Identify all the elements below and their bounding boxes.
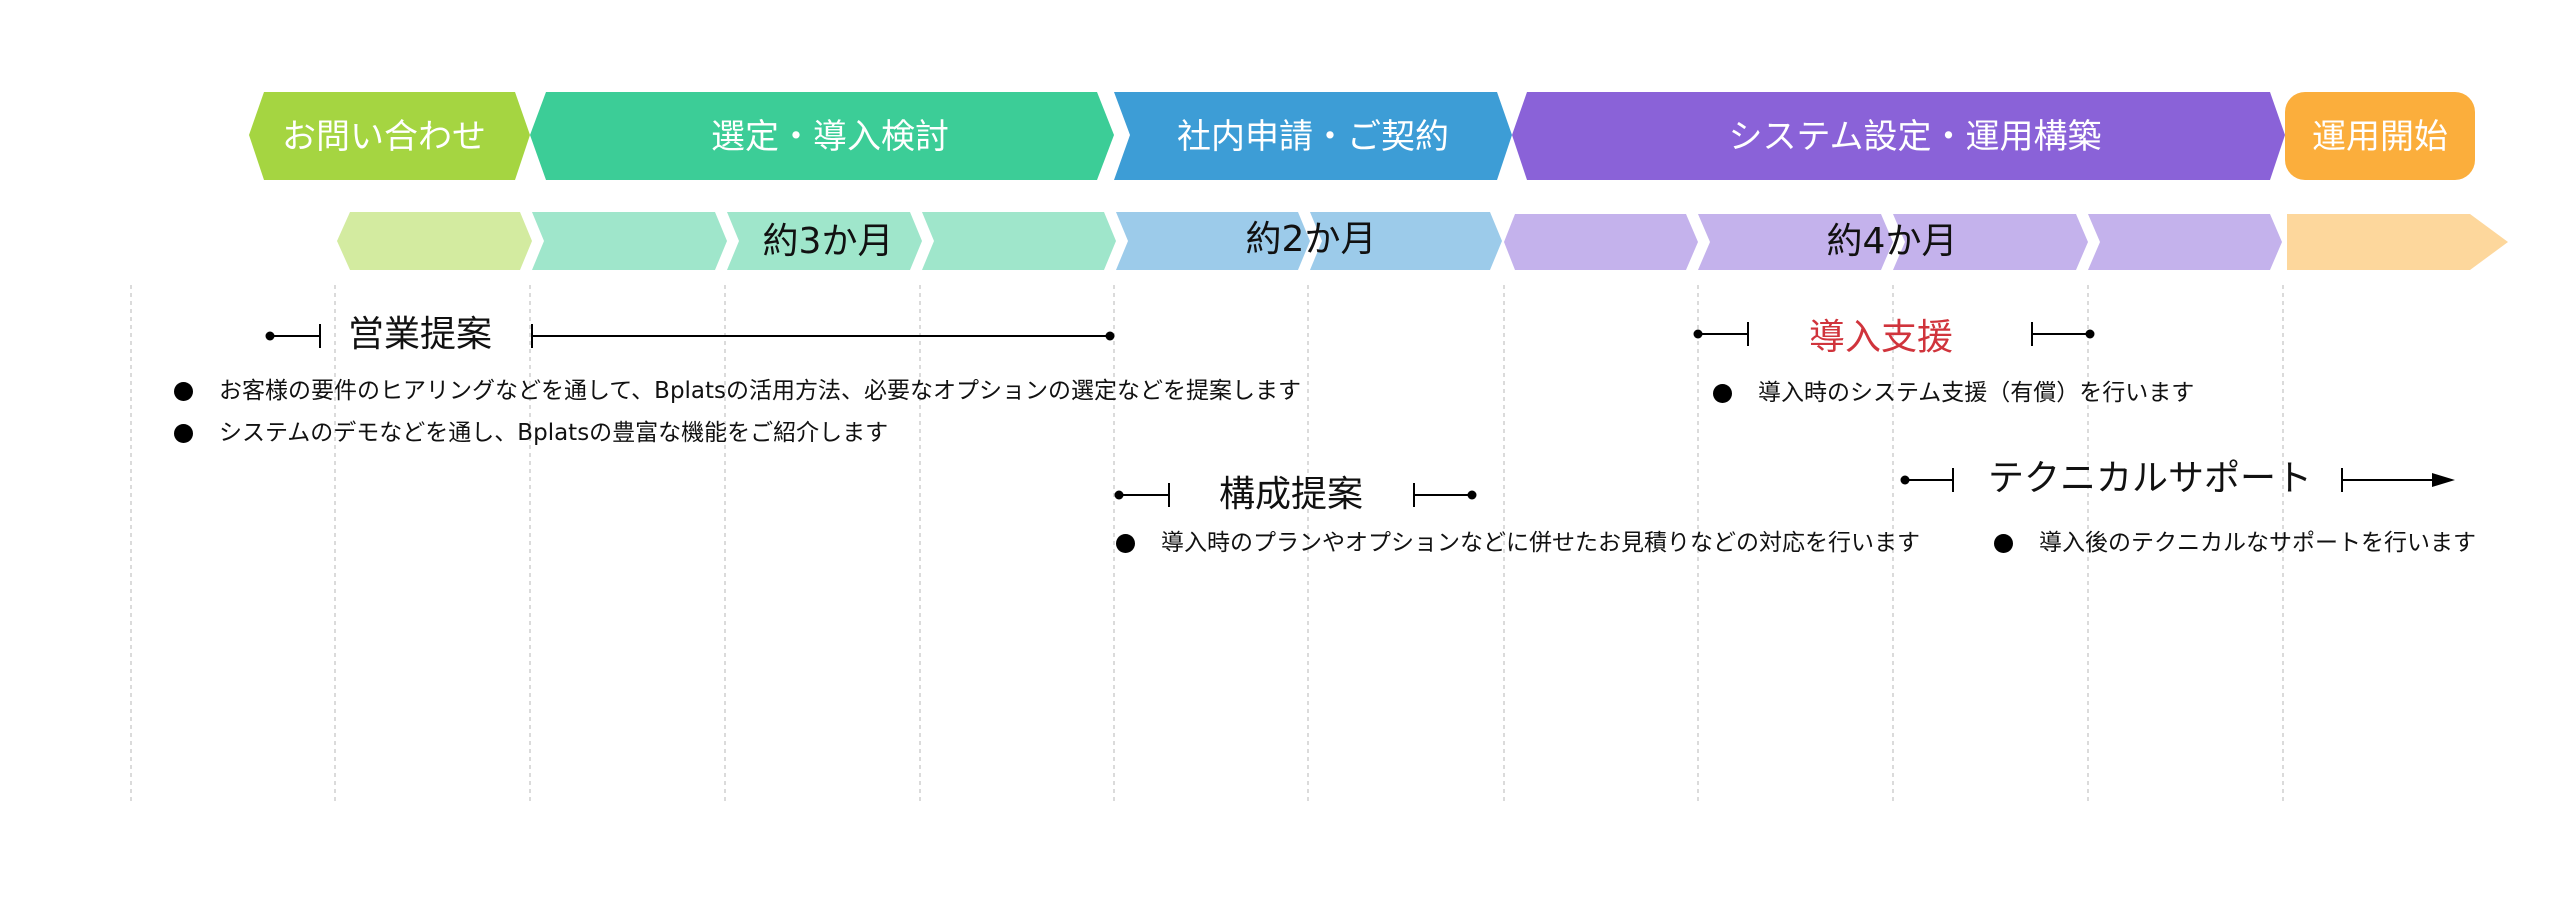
bullet-dot <box>1116 534 1135 553</box>
phase-box-start <box>2285 92 2475 180</box>
duration-label-4months: 約4か月 <box>1826 221 1958 262</box>
bullet-text: 導入時のシステム支援（有償）を行います <box>1758 380 2195 406</box>
bullet-dot <box>1994 534 2013 553</box>
phase-label-setup: システム設定・運用構築 <box>1728 117 2102 157</box>
tech-bullet-1: 導入後のテクニカルなサポートを行います <box>1994 532 2476 555</box>
bullet-text: 導入時のプランやオプションなどに併せたお見積りなどの対応を行います <box>1161 530 1920 556</box>
duration-chevron <box>532 212 727 270</box>
duration-chevron <box>1504 214 1698 270</box>
duration-chevron <box>1893 214 2088 270</box>
bullet-dot <box>1713 384 1732 403</box>
tech-bracket <box>1900 468 2455 492</box>
technical-support-title: テクニカルサポート <box>1987 458 2313 499</box>
support-bullet-1: 導入時のシステム支援（有償）を行います <box>1713 382 2194 405</box>
phase-chevron-inquiry <box>249 92 530 180</box>
duration-label-3months: 約3か月 <box>762 221 894 262</box>
config-bullet-1: 導入時のプランやオプションなどに併せたお見積りなどの対応を行います <box>1116 532 1920 555</box>
phase-label-selection: 選定・導入検討 <box>711 117 949 157</box>
bullet-text: 導入後のテクニカルなサポートを行います <box>2039 530 2476 556</box>
duration-chevron <box>727 212 922 270</box>
config-bracket <box>1114 483 1477 507</box>
duration-chevron <box>337 212 532 270</box>
sales-proposal-title: 営業提案 <box>347 314 493 355</box>
phase-chevron-contract <box>1114 92 1512 180</box>
implementation-support-title: 導入支援 <box>1808 317 1954 358</box>
duration-chevron <box>2088 214 2282 270</box>
support-bracket <box>1693 322 2095 346</box>
config-proposal-title: 構成提案 <box>1218 474 1364 515</box>
phase-label-inquiry: お問い合わせ <box>282 117 486 157</box>
sales-bullet-2: システムのデモなどを通し、Bplatsの豊富な機能をご紹介します <box>174 422 888 445</box>
bullet-text: お客様の要件のヒアリングなどを通して、Bplatsの活用方法、必要なオプションの… <box>219 378 1302 404</box>
duration-chevron <box>2287 214 2508 270</box>
sales-bullet-1: お客様の要件のヒアリングなどを通して、Bplatsの活用方法、必要なオプションの… <box>174 380 1301 403</box>
duration-chevron <box>1310 212 1502 270</box>
duration-chevron <box>922 212 1116 270</box>
duration-label-2months: 約2か月 <box>1245 219 1377 260</box>
sales-bracket <box>265 324 1115 348</box>
bullet-dot <box>174 424 193 443</box>
phase-label-contract: 社内申請・ご契約 <box>1177 117 1449 157</box>
duration-chevron <box>1116 212 1310 270</box>
grid-lines <box>130 285 2284 805</box>
phase-label-start: 運用開始 <box>2312 117 2448 157</box>
bullet-text: システムのデモなどを通し、Bplatsの豊富な機能をご紹介します <box>219 420 889 446</box>
phase-chevron-selection <box>530 92 1114 180</box>
phase-chevron-setup <box>1512 92 2285 180</box>
duration-chevron <box>1698 214 1893 270</box>
bullet-dot <box>174 382 193 401</box>
duration-chevrons <box>337 212 2508 270</box>
